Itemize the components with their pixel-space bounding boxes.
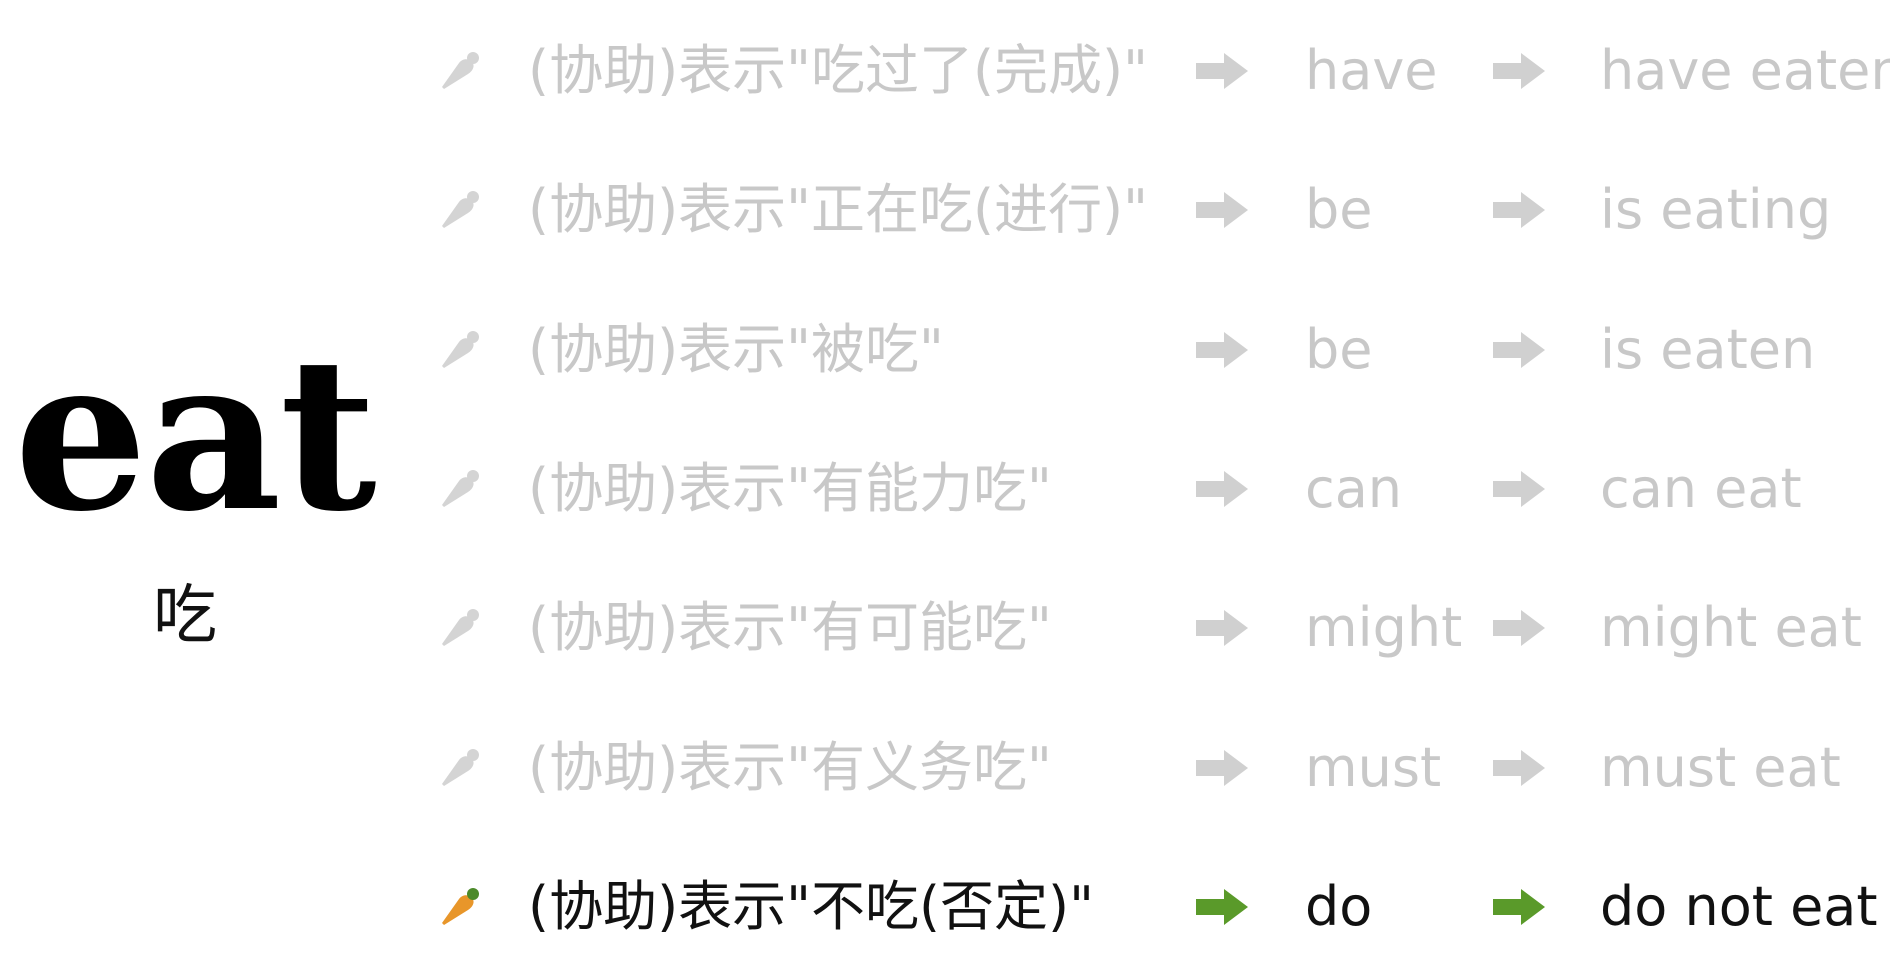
carrot-icon — [440, 578, 490, 678]
example-phrase: is eating — [1600, 178, 1832, 241]
usage-meaning: (协助)表示"被吃" — [528, 318, 944, 381]
right-arrow-icon — [1487, 578, 1557, 678]
example-phrase: have eaten — [1600, 39, 1890, 102]
right-arrow-icon — [1190, 300, 1260, 400]
right-arrow-icon — [1190, 160, 1260, 260]
right-arrow-icon — [1487, 439, 1557, 539]
usage-meaning: (协助)表示"有义务吃" — [528, 736, 1052, 799]
auxiliary-verb: be — [1305, 178, 1373, 241]
carrot-icon — [440, 160, 490, 260]
usage-row: (协助)表示"有义务吃" must must eat — [0, 718, 1890, 818]
right-arrow-icon — [1190, 857, 1260, 957]
carrot-icon — [440, 718, 490, 818]
example-phrase: must eat — [1600, 736, 1841, 799]
carrot-icon — [440, 21, 490, 121]
usage-row: (协助)表示"正在吃(进行)" be is eating — [0, 160, 1890, 260]
right-arrow-icon — [1190, 21, 1260, 121]
auxiliary-verb: have — [1305, 39, 1438, 102]
usage-meaning: (协助)表示"有能力吃" — [528, 457, 1052, 520]
auxiliary-verb: can — [1305, 457, 1403, 520]
headword-meaning: 吃 — [153, 579, 217, 653]
auxiliary-verb: do — [1305, 875, 1373, 938]
example-phrase: can eat — [1600, 457, 1802, 520]
right-arrow-icon — [1487, 160, 1557, 260]
usage-meaning: (协助)表示"吃过了(完成)" — [528, 39, 1148, 102]
right-arrow-icon — [1487, 857, 1557, 957]
usage-row: (协助)表示"有能力吃" can can eat — [0, 439, 1890, 539]
auxiliary-verb: might — [1305, 596, 1463, 659]
example-phrase: might eat — [1600, 596, 1862, 659]
usage-row: (协助)表示"被吃" be is eaten — [0, 300, 1890, 400]
auxiliary-verb: be — [1305, 318, 1373, 381]
right-arrow-icon — [1190, 578, 1260, 678]
usage-row: (协助)表示"不吃(否定)" do do not eat — [0, 857, 1890, 957]
example-phrase: do not eat — [1600, 875, 1878, 938]
carrot-icon — [440, 857, 490, 957]
right-arrow-icon — [1190, 439, 1260, 539]
usage-meaning: (协助)表示"有可能吃" — [528, 596, 1052, 659]
right-arrow-icon — [1190, 718, 1260, 818]
usage-meaning: (协助)表示"不吃(否定)" — [528, 875, 1094, 938]
right-arrow-icon — [1487, 300, 1557, 400]
usage-row: (协助)表示"吃过了(完成)" have have eaten — [0, 21, 1890, 121]
auxiliary-verb: must — [1305, 736, 1442, 799]
usage-meaning: (协助)表示"正在吃(进行)" — [528, 178, 1148, 241]
carrot-icon — [440, 300, 490, 400]
right-arrow-icon — [1487, 21, 1557, 121]
example-phrase: is eaten — [1600, 318, 1816, 381]
headword: eat — [14, 311, 377, 558]
usage-row: (协助)表示"有可能吃" might might eat — [0, 578, 1890, 678]
carrot-icon — [440, 439, 490, 539]
right-arrow-icon — [1487, 718, 1557, 818]
